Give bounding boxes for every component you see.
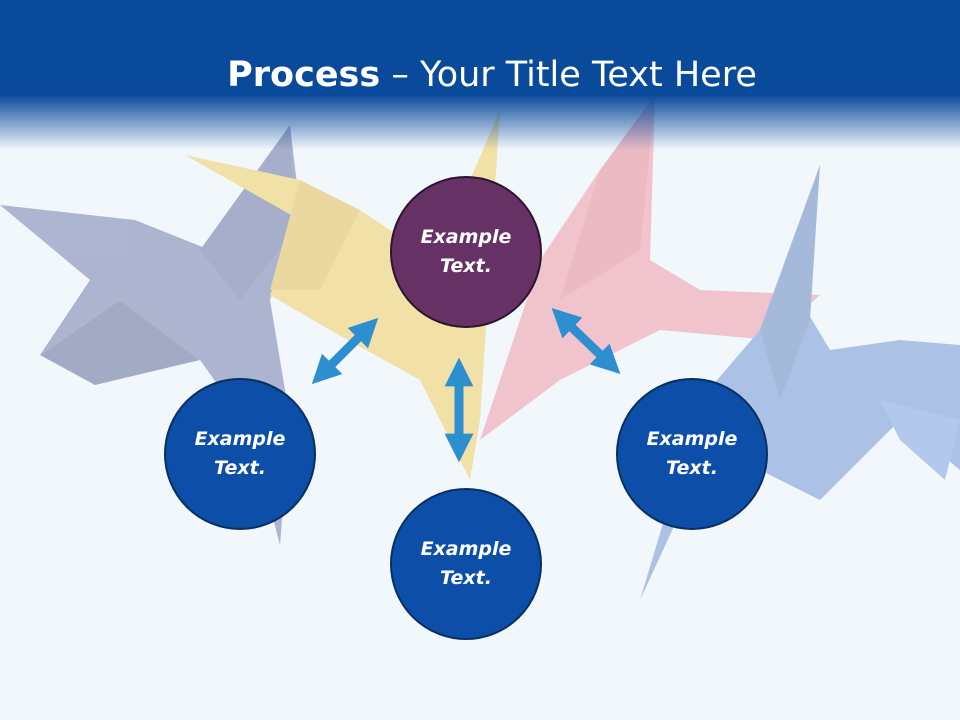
title-bar [0, 0, 960, 150]
node-top-line2: Text. [440, 255, 492, 277]
node-top-line1: Example [420, 226, 512, 248]
arrow-top-right [551, 308, 621, 374]
node-top: Example Text. [390, 176, 542, 328]
node-left-line2: Text. [214, 457, 266, 479]
node-right-line2: Text. [666, 457, 718, 479]
node-bottom: Example Text. [390, 488, 542, 640]
node-bottom-line1: Example [420, 538, 512, 560]
title-rest: – Your Title Text Here [380, 55, 757, 95]
title-bold: Process [227, 55, 381, 95]
node-left: Example Text. [164, 378, 316, 530]
node-left-line1: Example [194, 428, 286, 450]
node-right: Example Text. [616, 378, 768, 530]
node-right-line1: Example [646, 428, 738, 450]
arrow-top-left [311, 317, 379, 385]
slide-title: Process – Your Title Text Here [0, 52, 960, 98]
node-bottom-line2: Text. [440, 567, 492, 589]
